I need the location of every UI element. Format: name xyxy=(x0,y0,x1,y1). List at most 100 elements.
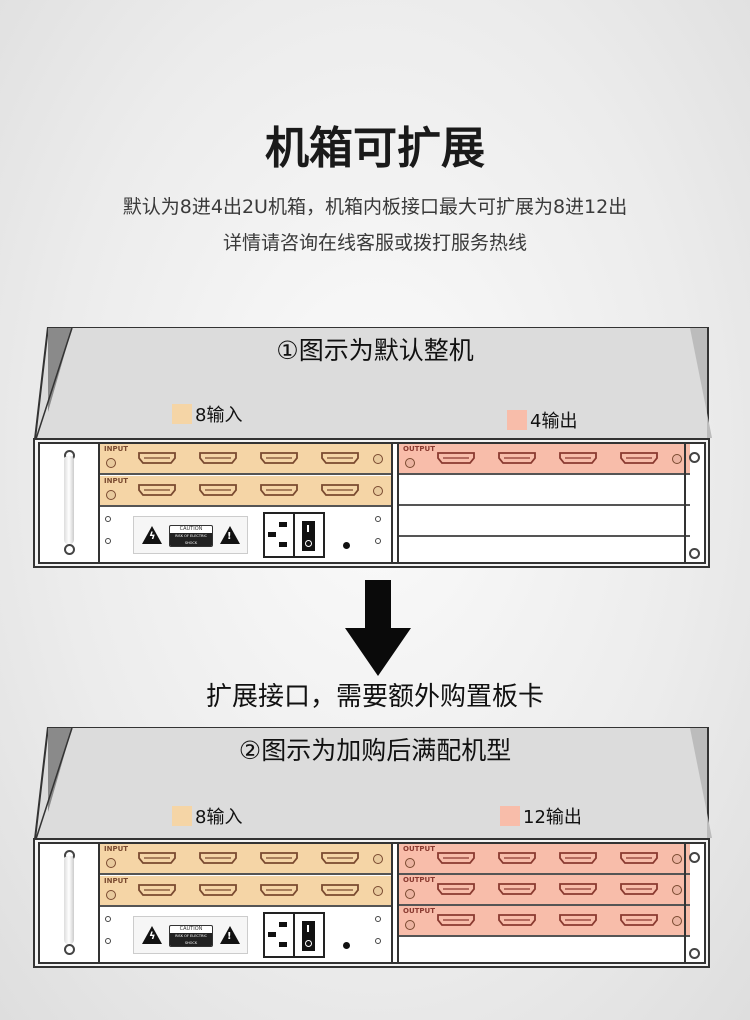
hdmi-port-icon xyxy=(559,883,597,895)
hdmi-port-icon xyxy=(498,452,536,464)
legend-input: 8输入 xyxy=(172,803,242,829)
pin xyxy=(279,522,287,527)
handle xyxy=(64,456,74,544)
hdmi-port-icon xyxy=(620,883,658,895)
hdmi-port-icon xyxy=(199,852,237,864)
left-rack-ear xyxy=(40,844,100,962)
iec-socket-icon xyxy=(265,914,295,956)
led-indicator xyxy=(405,858,415,868)
hdmi-port-icon xyxy=(138,452,176,464)
hdmi-port-icon xyxy=(321,852,359,864)
card-label: INPUT xyxy=(104,845,129,853)
led-indicator xyxy=(373,454,383,464)
led-indicator xyxy=(106,458,116,468)
card-label: OUTPUT xyxy=(403,907,435,915)
led-indicator xyxy=(672,854,682,864)
hdmi-port-icon xyxy=(260,852,298,864)
ground-screw xyxy=(343,542,350,549)
warning-exclamation-icon: ! xyxy=(220,926,240,944)
input-card: INPUT xyxy=(100,844,391,875)
pin xyxy=(279,922,287,927)
legend-output-label: 4输出 xyxy=(530,411,578,432)
screw xyxy=(105,538,111,544)
hdmi-port-icon xyxy=(321,484,359,496)
excl: ! xyxy=(227,931,232,942)
caution-warning: RISK OF ELECTRIC SHOCKDO NOT OPEN xyxy=(170,533,212,546)
led-indicator xyxy=(405,920,415,930)
switch-rocker[interactable] xyxy=(302,521,315,551)
card-label: OUTPUT xyxy=(403,445,435,453)
power-switch[interactable] xyxy=(295,514,323,556)
hdmi-port-icon xyxy=(138,852,176,864)
hdmi-port-icon xyxy=(559,914,597,926)
card-label: INPUT xyxy=(104,445,129,453)
empty-card-slot xyxy=(399,506,690,537)
warning-electric-icon: ϟ xyxy=(142,926,162,944)
hdmi-port-icon xyxy=(260,452,298,464)
hdmi-port-icon xyxy=(559,452,597,464)
led-indicator xyxy=(373,886,383,896)
hdmi-port-icon xyxy=(437,914,475,926)
screw xyxy=(105,916,111,922)
handle xyxy=(64,856,74,944)
hdmi-port-icon xyxy=(321,452,359,464)
screw xyxy=(375,916,381,922)
power-switch[interactable] xyxy=(295,914,323,956)
output-card: OUTPUT xyxy=(399,444,690,475)
hdmi-port-icon xyxy=(620,852,658,864)
hdmi-port-icon xyxy=(321,884,359,896)
output-card: OUTPUT xyxy=(399,906,690,937)
card-divider xyxy=(391,444,399,562)
power-inlet xyxy=(263,512,325,558)
mount-hole xyxy=(64,544,75,555)
hdmi-port-icon xyxy=(138,484,176,496)
output-card: OUTPUT xyxy=(399,875,690,906)
switch-rocker[interactable] xyxy=(302,921,315,951)
warning-exclamation-icon: ! xyxy=(220,526,240,544)
hdmi-port-icon xyxy=(199,484,237,496)
hdmi-port-icon xyxy=(620,452,658,464)
left-rack-ear xyxy=(40,444,100,562)
legend-input-label: 8输入 xyxy=(195,405,243,426)
legend-swatch-output xyxy=(507,410,527,430)
legend-swatch-output xyxy=(500,806,520,826)
caution-line-1: RISK OF ELECTRIC SHOCK xyxy=(175,934,207,945)
hdmi-port-icon xyxy=(620,914,658,926)
hdmi-port-icon xyxy=(260,884,298,896)
hdmi-port-icon xyxy=(559,852,597,864)
empty-card-slot xyxy=(399,537,690,562)
legend-swatch-input xyxy=(172,806,192,826)
mount-hole xyxy=(689,548,700,559)
card-label: OUTPUT xyxy=(403,876,435,884)
card-label: OUTPUT xyxy=(403,845,435,853)
input-card: INPUT xyxy=(100,476,391,507)
led-indicator xyxy=(405,458,415,468)
caution-heading: CAUTION xyxy=(179,526,203,532)
bolt: ϟ xyxy=(149,531,156,542)
bolt: ϟ xyxy=(149,931,156,942)
screw xyxy=(105,516,111,522)
empty-card-slot xyxy=(399,937,690,962)
subtitle-line-2: 详情请咨询在线客服或拨打服务热线 xyxy=(222,232,527,254)
mount-hole xyxy=(64,944,75,955)
legend-swatch-input xyxy=(172,404,192,424)
led-indicator xyxy=(672,885,682,895)
hdmi-port-icon xyxy=(260,484,298,496)
output-card: OUTPUT xyxy=(399,844,690,875)
mount-hole xyxy=(689,852,700,863)
screw xyxy=(375,538,381,544)
warning-electric-icon: ϟ xyxy=(142,526,162,544)
hdmi-port-icon xyxy=(498,914,536,926)
hdmi-port-icon xyxy=(199,452,237,464)
